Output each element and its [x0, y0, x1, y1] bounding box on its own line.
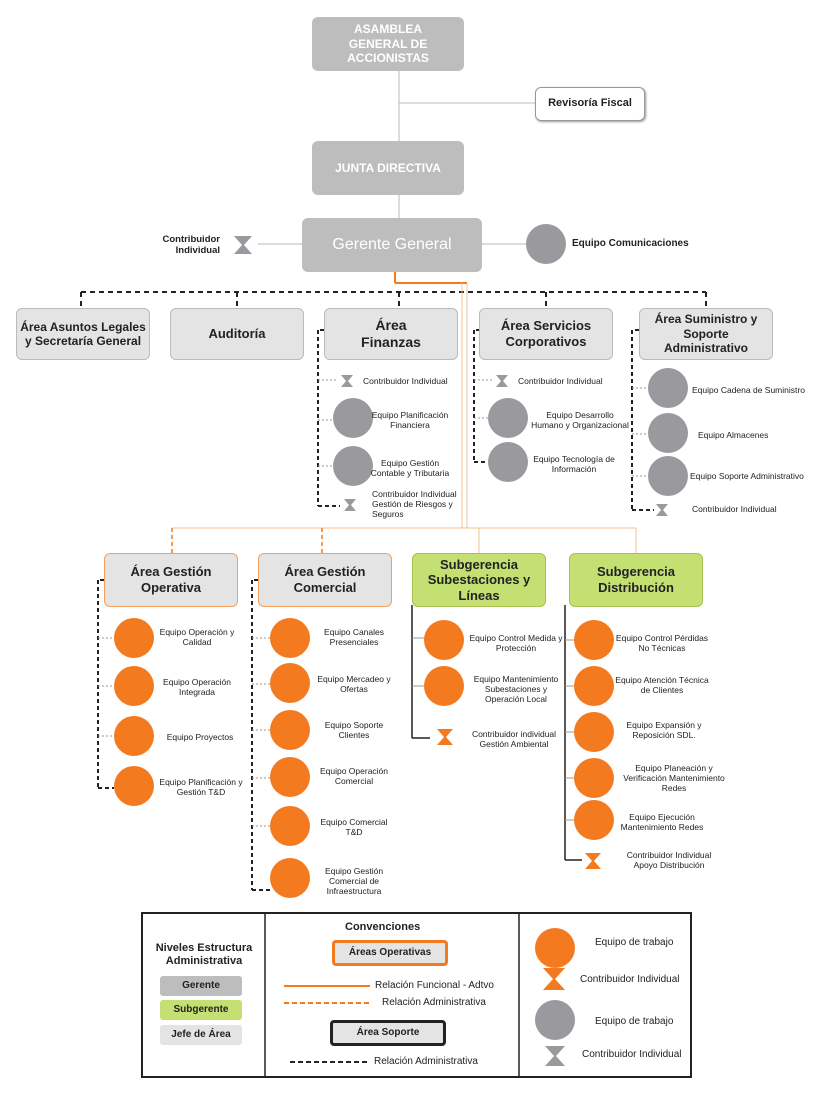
- comercial-item-label: Equipo Soporte Clientes: [324, 720, 384, 741]
- hourglass-gray-icon: [341, 375, 353, 387]
- hourglass-gray-icon: [545, 1046, 565, 1066]
- distribucion-item-label: Equipo Expansión y Reposición SDL.: [626, 720, 702, 741]
- operativa-team-circle: [114, 766, 154, 806]
- comercial-team-circle: [270, 757, 310, 797]
- hourglass-gray-icon: [234, 236, 252, 254]
- finanzas-item-label: Equipo Gestión Contable y Tributaria: [370, 458, 450, 479]
- subgerencia-subestaciones: Subgerencia Subestaciones y Líneas: [412, 553, 546, 607]
- junta-box: JUNTA DIRECTIVA: [312, 141, 464, 195]
- comercial-team-circle: [270, 806, 310, 846]
- legend-equipo-gray-circle: [535, 1000, 575, 1040]
- suministro-team-circle: [648, 456, 688, 496]
- legend-equipo-orange-label: Equipo de trabajo: [595, 937, 674, 948]
- operativa-team-circle: [114, 618, 154, 658]
- legend-rel-admin-orange: Relación Administrativa: [382, 997, 486, 1008]
- subestaciones-team-circle: [424, 666, 464, 706]
- distribucion-team-circle: [574, 620, 614, 660]
- revisoria-box: Revisoría Fiscal: [535, 87, 645, 121]
- legend-rel-admin-black: Relación Administrativa: [374, 1056, 478, 1067]
- servicios-item-label: Equipo Desarrollo Humano y Organizaciona…: [531, 410, 629, 431]
- area-auditoria: Auditoría: [170, 308, 304, 360]
- area-legales: Área Asuntos Legales y Secretaría Genera…: [16, 308, 150, 360]
- distribucion-item-label: Equipo Atención Técnica de Clientes: [615, 675, 709, 696]
- operativa-item-label: Equipo Operación Integrada: [162, 677, 232, 698]
- distribucion-team-circle: [574, 758, 614, 798]
- legend-convenciones-title: Convenciones: [345, 921, 421, 933]
- distribucion-team-circle: [574, 800, 614, 840]
- suministro-item-label: Contribuidor Individual: [692, 504, 777, 514]
- subestaciones-team-circle: [424, 620, 464, 660]
- hourglass-orange-icon: [437, 729, 453, 745]
- operativa-team-circle: [114, 666, 154, 706]
- gerente-box: Gerente General: [302, 218, 482, 272]
- area-finanzas: Área Finanzas: [324, 308, 458, 360]
- comercial-team-circle: [270, 858, 310, 898]
- legend-equipo-orange-circle: [535, 928, 575, 968]
- legend-subgerente-swatch: Subgerente: [160, 1000, 242, 1020]
- suministro-item-label: Equipo Soporte Administrativo: [690, 471, 804, 481]
- area-servicios: Área Servicios Corporativos: [479, 308, 613, 360]
- contrib-gerente-label: Contribuidor Individual: [162, 234, 220, 257]
- comunicaciones-circle: [526, 224, 566, 264]
- asamblea-box: ASAMBLEA GENERAL DE ACCIONISTAS: [312, 17, 464, 71]
- comunicaciones-label: Equipo Comunicaciones: [572, 238, 689, 249]
- hourglass-orange-icon: [543, 968, 565, 990]
- servicios-item-label: Equipo Tecnología de Información: [533, 454, 615, 475]
- comercial-team-circle: [270, 663, 310, 703]
- hourglass-gray-icon: [496, 375, 508, 387]
- legend-equipo-gray-label: Equipo de trabajo: [595, 1016, 674, 1027]
- legend-niveles-title: Niveles Estructura Administrativa: [155, 942, 253, 968]
- legend-rel-funcional: Relación Funcional - Adtvo: [375, 980, 494, 991]
- operativa-team-circle: [114, 716, 154, 756]
- suministro-item-label: Equipo Almacenes: [698, 430, 769, 440]
- suministro-team-circle: [648, 368, 688, 408]
- distribucion-item-label: Equipo Ejecución Mantenimiento Redes: [620, 812, 704, 833]
- finanzas-item-label: Contribuidor Individual: [363, 376, 448, 386]
- hourglass-orange-icon: [585, 853, 601, 869]
- servicios-team-circle: [488, 398, 528, 438]
- distribucion-team-circle: [574, 666, 614, 706]
- subestaciones-item-label: Equipo Control Medida y Protección: [469, 633, 563, 654]
- servicios-team-circle: [488, 442, 528, 482]
- hourglass-gray-icon: [344, 499, 356, 511]
- hourglass-gray-icon: [656, 504, 668, 516]
- subgerencia-distribucion: Subgerencia Distribución: [569, 553, 703, 607]
- legend-contrib-gray-label: Contribuidor Individual: [582, 1049, 682, 1060]
- subestaciones-item-label: Equipo Mantenimiento Subestaciones y Ope…: [473, 674, 559, 705]
- legend-jefe-swatch: Jefe de Área: [160, 1025, 242, 1045]
- distribucion-item-label: Equipo Control Pérdidas No Técnicas: [615, 633, 709, 654]
- operativa-item-label: Equipo Operación y Calidad: [159, 627, 235, 648]
- operativa-item-label: Equipo Planificación y Gestión T&D: [159, 777, 243, 798]
- legend-area-soporte: Área Soporte: [330, 1020, 446, 1046]
- subestaciones-item-label: Contribuidor individual Gestión Ambienta…: [471, 729, 557, 750]
- operativa-item-label: Equipo Proyectos: [166, 732, 234, 742]
- servicios-item-label: Contribuidor Individual: [518, 376, 603, 386]
- comercial-item-label: Equipo Comercial T&D: [320, 817, 388, 838]
- comercial-item-label: Equipo Gestión Comercial de Infraestruct…: [324, 866, 384, 897]
- area-suministro: Área Suministro y Soporte Administrativo: [639, 308, 773, 360]
- finanzas-team-circle: [333, 446, 373, 486]
- comercial-item-label: Equipo Canales Presenciales: [323, 627, 384, 648]
- finanzas-item-label: Contribuidor Individual Gestión de Riesg…: [372, 489, 457, 520]
- distribucion-item-label: Equipo Planeación y Verificación Manteni…: [623, 763, 725, 794]
- area-gestion-operativa: Área Gestión Operativa: [104, 553, 238, 607]
- distribucion-item-label: Contribuidor Individual Apoyo Distribuci…: [626, 850, 712, 871]
- comercial-item-label: Equipo Operación Comercial: [319, 766, 389, 787]
- distribucion-team-circle: [574, 712, 614, 752]
- legend-contrib-orange-label: Contribuidor Individual: [580, 974, 680, 985]
- legend-areas-operativas: Áreas Operativas: [332, 940, 448, 966]
- comercial-team-circle: [270, 618, 310, 658]
- comercial-team-circle: [270, 710, 310, 750]
- finanzas-item-label: Equipo Planificación Financiera: [371, 410, 449, 431]
- finanzas-team-circle: [333, 398, 373, 438]
- suministro-item-label: Equipo Cadena de Suministro: [692, 385, 805, 395]
- suministro-team-circle: [648, 413, 688, 453]
- area-gestion-comercial: Área Gestión Comercial: [258, 553, 392, 607]
- comercial-item-label: Equipo Mercadeo y Ofertas: [317, 674, 391, 695]
- legend-gerente-swatch: Gerente: [160, 976, 242, 996]
